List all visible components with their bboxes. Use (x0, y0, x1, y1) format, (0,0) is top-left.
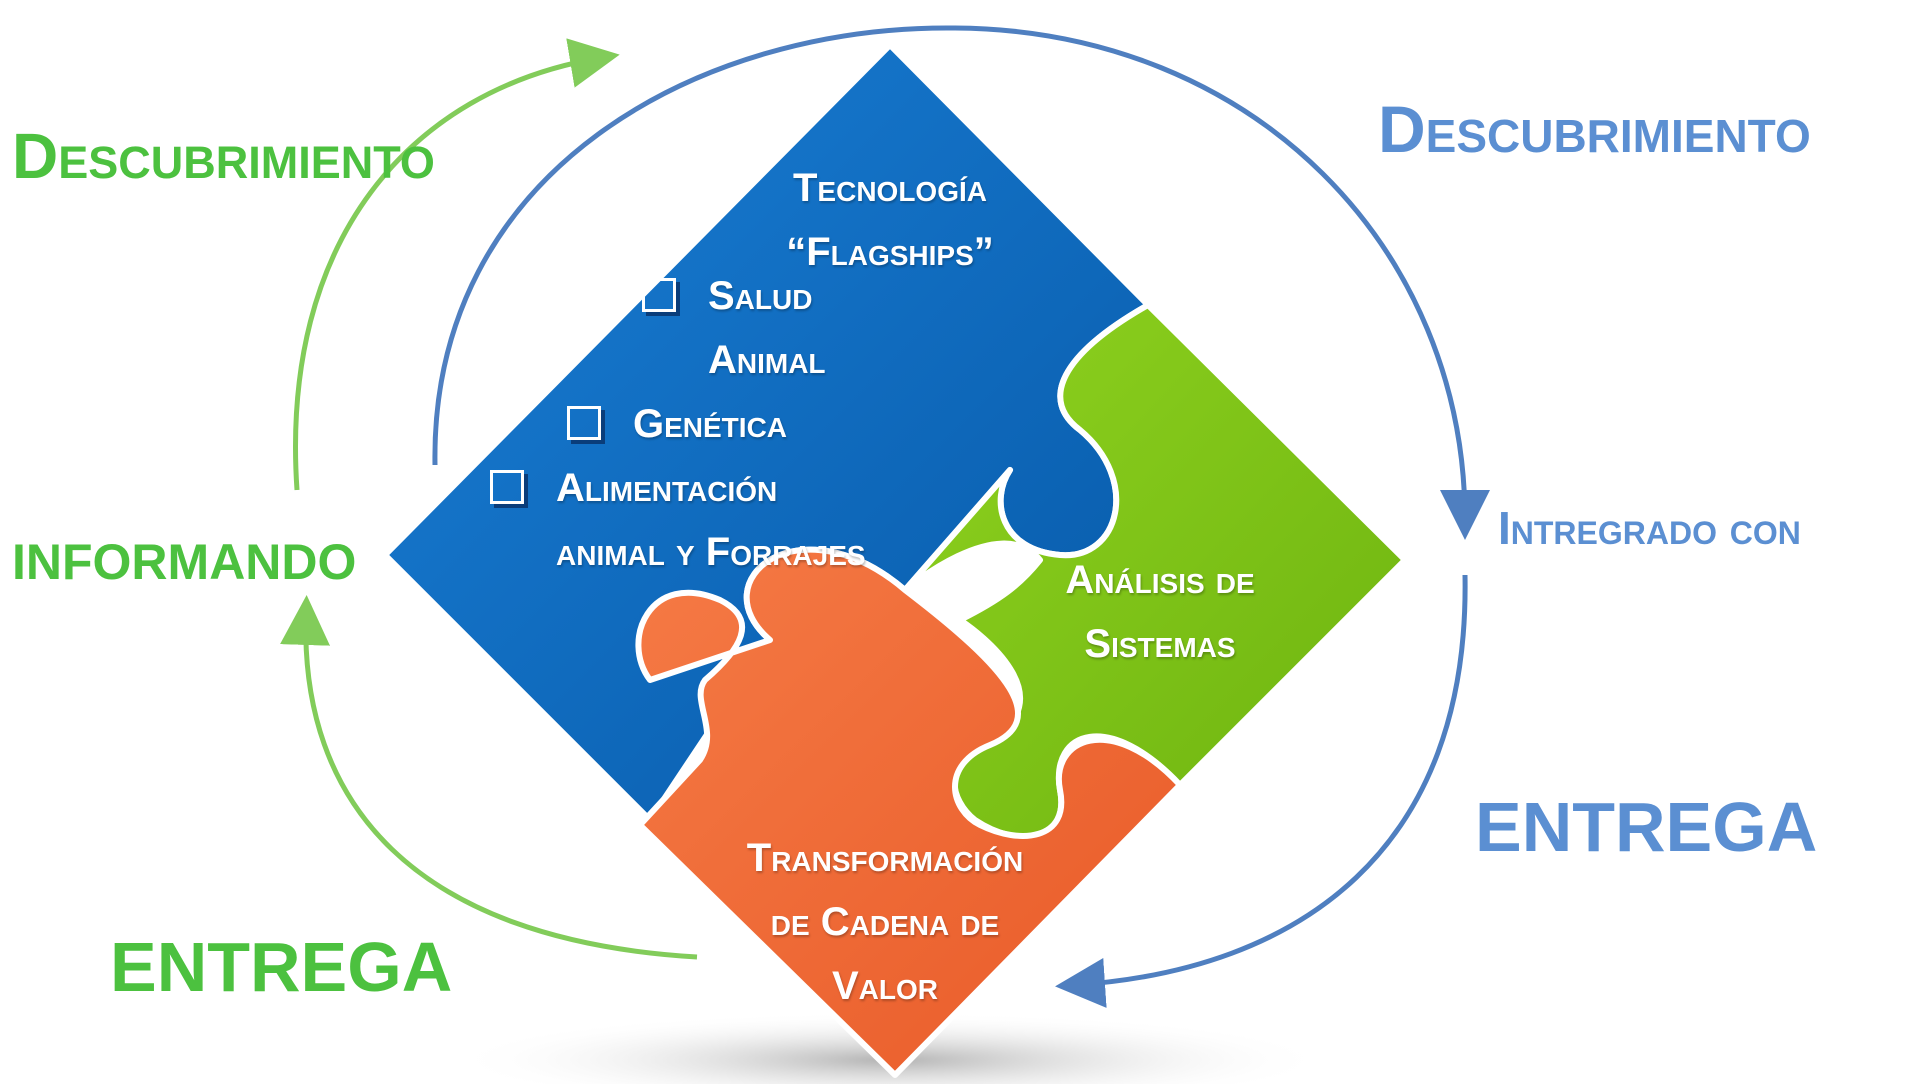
blue-item-2-line1: Genética (633, 402, 788, 446)
blue-item-1-line2: Animal (708, 338, 826, 382)
checkbox-icon (567, 406, 601, 440)
orange-piece-line3: Valor (831, 964, 938, 1008)
label-left-top: Descubrimiento (12, 120, 435, 192)
green-arrow-up-arc (293, 38, 620, 491)
orange-piece-line2: de Cadena de (770, 900, 1000, 944)
blue-piece-title-line1: Tecnología (793, 166, 987, 210)
label-right-bottom: ENTREGA (1475, 788, 1818, 866)
green-piece-line2: Sistemas (1084, 622, 1236, 666)
label-right-top: Descubrimiento (1378, 92, 1811, 166)
blue-item-3-line2: animal y Forrajes (556, 530, 866, 574)
green-piece-line1: Análisis de (1065, 558, 1255, 602)
green-arrow-return-arc (280, 595, 698, 960)
blue-item-1-line1: Salud (708, 274, 813, 318)
label-right-mid: Intregrado con (1498, 502, 1801, 554)
checkbox-icon (490, 470, 524, 504)
orange-puzzle-piece (635, 546, 1183, 1078)
label-left-bottom: ENTREGA (110, 928, 453, 1006)
checkbox-icon (642, 278, 676, 312)
blue-arrow-top-arc (432, 25, 1490, 540)
orange-piece-line1: Transformación (746, 836, 1024, 880)
blue-piece-title-line2: “Flagships” (786, 230, 994, 274)
label-left-mid: INFORMANDO (12, 534, 357, 590)
blue-item-3-line1: Alimentación (556, 466, 778, 510)
blue-arrow-bottom-arc (1055, 574, 1468, 1008)
